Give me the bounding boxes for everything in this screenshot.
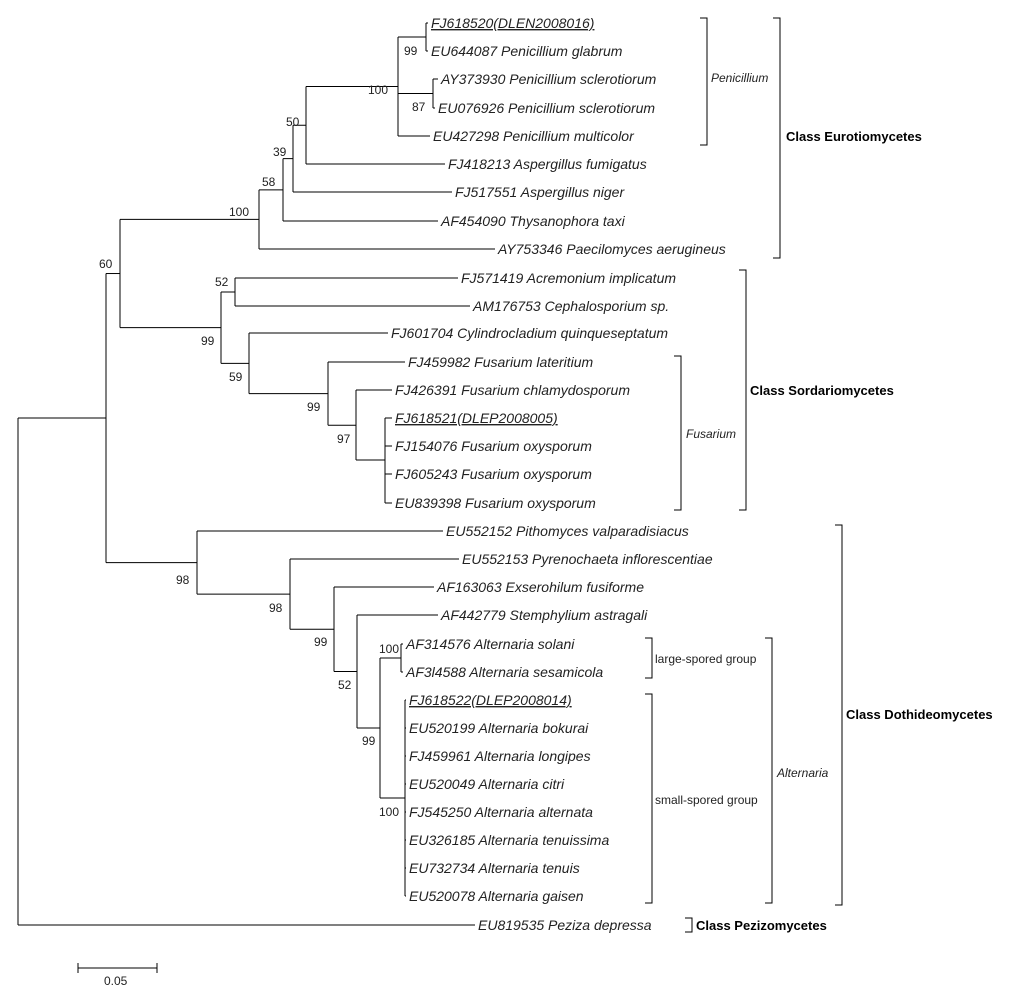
taxon-label: AY373930 Penicillium sclerotiorum [440,71,657,87]
bracket-sordariomycetes [739,269,747,511]
bootstrap-value: 99 [307,400,321,414]
taxon-label: EU076926 Penicillium sclerotiorum [438,100,655,116]
clade-label-small-spored: small-spored group [655,793,758,807]
bracket-fusarium [674,355,682,511]
taxon-label: FJ618522(DLEP2008014) [409,692,572,708]
taxon-labels: FJ618520(DLEN2008016) EU644087 Penicilliu… [391,15,726,933]
scale-bar-label: 0.05 [104,974,128,988]
bootstrap-value: 97 [337,432,351,446]
bootstrap-value: 87 [412,100,426,114]
taxon-label: EU427298 Penicillium multicolor [433,128,635,144]
clade-label-large-spored: large-spored group [655,652,757,666]
bootstrap-value: 60 [99,257,113,271]
clade-label-alternaria: Alternaria [776,766,829,780]
bootstrap-value: 99 [201,334,215,348]
taxon-label: AY753346 Paecilomyces aerugineus [497,241,726,257]
taxon-label: FJ571419 Acremonium implicatum [461,270,676,286]
bracket-penicillium [700,17,708,146]
class-label-dothideomycetes: Class Dothideomycetes [846,707,993,722]
taxon-label: EU552152 Pithomyces valparadisiacus [446,523,689,539]
taxon-label: AM176753 Cephalosporium sp. [472,298,669,314]
taxon-label: FJ459961 Alternaria longipes [409,748,591,764]
taxon-label: FJ601704 Cylindrocladium quinqueseptatum [391,325,668,341]
bootstrap-value: 98 [176,573,190,587]
clade-label-fusarium: Fusarium [686,427,736,441]
class-label-sordariomycetes: Class Sordariomycetes [750,383,894,398]
taxon-label: EU644087 Penicillium glabrum [431,43,623,59]
bootstrap-value: 99 [404,44,418,58]
taxon-label: AF442779 Stemphylium astragali [440,607,648,623]
bootstrap-value: 50 [286,115,300,129]
bootstrap-value: 39 [273,145,287,159]
bootstrap-value: 58 [262,175,276,189]
taxon-label: EU326185 Alternaria tenuissima [409,832,609,848]
taxon-label: FJ618520(DLEN2008016) [431,15,594,31]
class-label-eurotiomycetes: Class Eurotiomycetes [786,129,922,144]
taxon-label: EU732734 Alternaria tenuis [409,860,580,876]
taxon-label: AF3l4588 Alternaria sesamicola [405,664,603,680]
taxon-label: EU520049 Alternaria citri [409,776,565,792]
class-label-pezizomycetes: Class Pezizomycetes [696,918,827,933]
bootstrap-value: 100 [379,805,399,819]
bootstrap-value: 99 [314,635,328,649]
taxon-label: EU839398 Fusarium oxysporum [395,495,596,511]
bootstrap-value: 99 [362,734,376,748]
taxon-label: EU520078 Alternaria gaisen [409,888,584,904]
taxon-label: FJ459982 Fusarium lateritium [408,354,594,370]
bootstrap-value: 100 [368,83,388,97]
taxon-label: FJ545250 Alternaria alternata [409,804,593,820]
tree-branches [17,22,495,926]
taxon-label: FJ605243 Fusarium oxysporum [395,466,592,482]
taxon-label: EU520199 Alternaria bokurai [409,720,589,736]
bootstrap-value: 98 [269,601,283,615]
taxon-label: FJ517551 Aspergillus niger [455,184,625,200]
taxon-label: AF454090 Thysanophora taxi [440,213,626,229]
bracket-large-spored [645,637,653,679]
clade-brackets [645,17,843,933]
taxon-label: FJ154076 Fusarium oxysporum [395,438,592,454]
bootstrap-value: 59 [229,370,243,384]
taxon-label: AF163063 Exserohilum fusiforme [436,579,644,595]
taxon-label: FJ418213 Aspergillus fumigatus [448,156,647,172]
bracket-dothideomycetes [835,524,843,906]
bootstrap-value: 100 [229,205,249,219]
bracket-pezizomycetes [685,917,693,933]
taxon-label: FJ618521(DLEP2008005) [395,410,558,426]
taxon-label: EU819535 Peziza depressa [478,917,652,933]
bootstrap-value: 52 [338,678,352,692]
bootstrap-value: 100 [379,642,399,656]
bracket-small-spored [645,693,653,904]
bootstrap-value: 52 [215,275,229,289]
taxon-label: FJ426391 Fusarium chlamydosporum [395,382,630,398]
bootstrap-values: 99 87 100 50 39 58 100 52 97 99 59 99 60 100 100 99 52 99… [99,44,426,819]
clade-label-penicillium: Penicillium [711,71,768,85]
taxon-label: EU552153 Pyrenochaeta inflorescentiae [462,551,713,567]
bracket-eurotiomycetes [773,17,781,259]
taxon-label: AF314576 Alternaria solani [405,636,575,652]
bracket-alternaria [765,637,773,904]
